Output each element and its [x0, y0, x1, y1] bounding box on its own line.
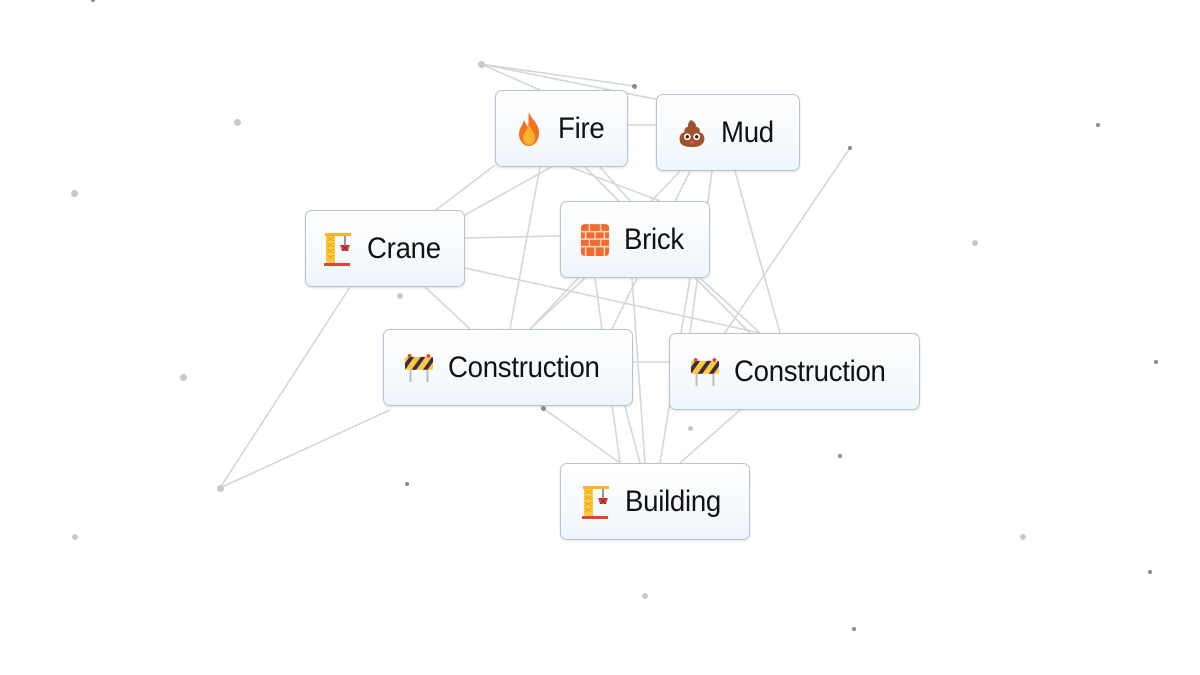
background-dot [477, 60, 485, 68]
background-dot [216, 484, 224, 492]
element-label: Crane [366, 231, 441, 265]
construction-barrier-icon [404, 351, 434, 385]
connection-line [631, 277, 646, 464]
element-tile-fire[interactable]: Fire [495, 90, 628, 167]
background-dot [70, 189, 78, 197]
background-dot [838, 454, 842, 458]
brick-icon [580, 223, 610, 257]
background-dot [852, 627, 856, 631]
poop-icon [677, 116, 707, 150]
connection-line [679, 409, 741, 464]
connection-line [539, 405, 621, 464]
element-label: Construction [734, 354, 886, 388]
element-tile-construction[interactable]: Construction [383, 329, 633, 406]
background-dot [540, 405, 546, 411]
crane-icon [581, 485, 611, 519]
element-label: Fire [558, 111, 605, 145]
element-label: Building [624, 484, 721, 518]
background-dot [687, 425, 693, 431]
background-dot [397, 293, 403, 299]
element-tile-construction[interactable]: Construction [669, 333, 920, 410]
connection-line [464, 235, 561, 239]
background-dot [233, 118, 241, 126]
connection-line [480, 63, 541, 91]
connection-line [424, 286, 471, 330]
background-dot [91, 0, 95, 2]
element-tile-brick[interactable]: Brick [560, 201, 710, 278]
element-label: Construction [447, 350, 600, 384]
background-dot [972, 240, 978, 246]
background-dot [1096, 123, 1100, 127]
element-tile-crane[interactable]: Crane [305, 210, 465, 287]
connection-line [624, 405, 641, 464]
connection-line [529, 277, 586, 330]
element-tile-building[interactable]: Building [560, 463, 750, 540]
connection-line [219, 286, 351, 489]
background-dot [1148, 570, 1152, 574]
element-label: Mud [721, 115, 775, 149]
connection-line [219, 409, 391, 489]
background-dot [1154, 360, 1158, 364]
connection-line [509, 166, 541, 330]
background-dot [179, 373, 187, 381]
background-dot [631, 83, 637, 89]
background-dot [642, 593, 648, 599]
connection-line [569, 166, 661, 202]
connection-line [699, 277, 761, 334]
connection-line [734, 170, 781, 334]
element-tile-mud[interactable]: Mud [656, 94, 800, 171]
connection-line [719, 147, 851, 341]
construction-barrier-icon [690, 355, 720, 389]
background-dot [405, 482, 409, 486]
connection-line [480, 63, 635, 87]
background-dot [848, 146, 852, 150]
connection-line [599, 166, 631, 202]
connection-line [464, 164, 556, 216]
background-dot [1020, 534, 1026, 540]
fire-icon [514, 111, 544, 146]
crane-icon [323, 232, 353, 266]
element-label: Brick [624, 222, 685, 256]
background-dot [72, 534, 78, 540]
